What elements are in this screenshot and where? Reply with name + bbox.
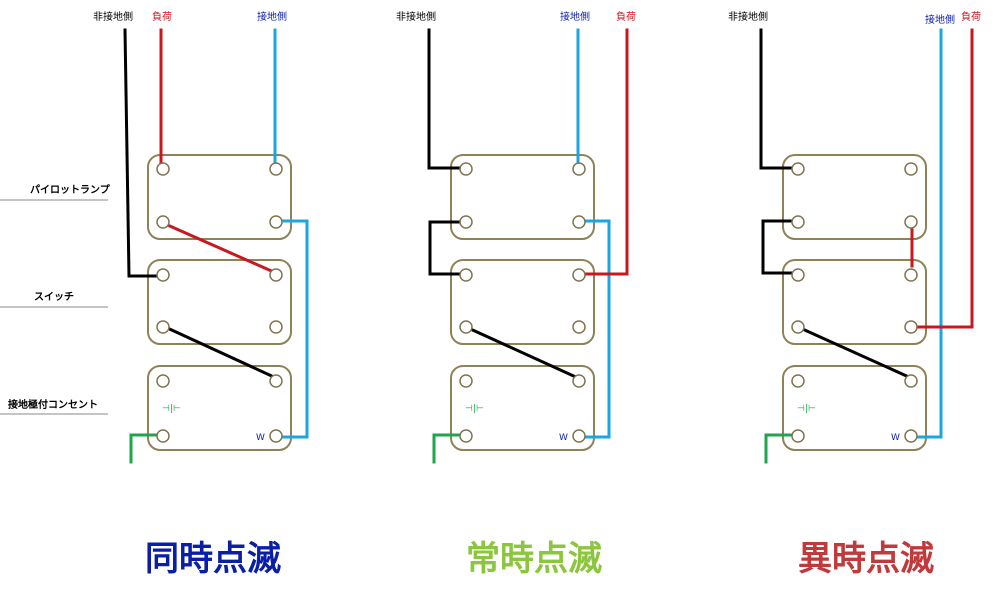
diagram-alternating: 非接地側 接地側 負荷 ⊣|⊢ W 異時点滅 xyxy=(728,10,981,579)
ground-symbol: ⊣|⊢ xyxy=(465,404,484,414)
switch-module-3 xyxy=(782,259,927,345)
terminal xyxy=(269,429,283,443)
terminal xyxy=(791,429,805,443)
label-non-ground-1: 非接地側 xyxy=(93,10,133,23)
outlet-module-2 xyxy=(450,365,595,451)
terminal xyxy=(459,268,473,282)
label-load-3: 負荷 xyxy=(961,11,981,23)
label-non-ground-2: 非接地側 xyxy=(396,10,436,23)
terminal xyxy=(791,215,805,229)
wire-lamp-switch-1 xyxy=(161,221,278,275)
label-load-1: 負荷 xyxy=(152,11,172,23)
terminal xyxy=(572,429,586,443)
terminal xyxy=(572,215,586,229)
wire-lamp-switch-2 xyxy=(428,220,468,276)
diagram-title-3: 異時点滅 xyxy=(798,539,934,579)
terminal xyxy=(904,374,918,388)
wire-earth-3 xyxy=(764,433,800,464)
label-ground-1: 接地側 xyxy=(257,10,287,23)
wire-earth-2 xyxy=(432,433,468,464)
row-label-outlet: 接地極付コンセント xyxy=(8,398,98,411)
label-ground-2: 接地側 xyxy=(560,10,590,23)
wire-non-ground-3 xyxy=(759,28,800,170)
terminal xyxy=(459,429,473,443)
wire-non-ground-1 xyxy=(123,28,165,278)
terminal xyxy=(572,320,586,334)
diagram-title-2: 常時点滅 xyxy=(466,539,602,579)
terminal xyxy=(791,268,805,282)
wire-ground-jumper-1 xyxy=(274,219,309,439)
w-mark: W xyxy=(891,433,900,443)
label-ground-3: 接地側 xyxy=(925,13,955,26)
pilot-lamp-module-1 xyxy=(147,154,292,240)
terminal xyxy=(791,374,805,388)
wire-ground-3 xyxy=(909,28,943,439)
terminal xyxy=(904,320,918,334)
switch-module-2 xyxy=(450,259,595,345)
wire-load-2 xyxy=(577,28,629,276)
row-label-switch: スイッチ xyxy=(34,291,74,303)
pilot-lamp-module-2 xyxy=(450,154,595,240)
terminal xyxy=(459,215,473,229)
terminal xyxy=(156,215,170,229)
wire-switch-outlet-2 xyxy=(464,325,580,380)
label-load-2: 負荷 xyxy=(616,11,636,23)
terminal xyxy=(904,162,918,176)
wire-ground-jumper-2 xyxy=(576,219,611,439)
terminal xyxy=(904,268,918,282)
wire-load-3 xyxy=(909,28,974,329)
terminal xyxy=(156,268,170,282)
wire-non-ground-2 xyxy=(427,28,468,170)
diagram-title-1: 同時点滅 xyxy=(145,539,281,579)
terminal xyxy=(269,162,283,176)
terminal xyxy=(269,374,283,388)
terminal xyxy=(904,429,918,443)
terminal xyxy=(791,320,805,334)
terminal xyxy=(156,320,170,334)
outlet-module-1 xyxy=(147,365,292,451)
terminal xyxy=(459,374,473,388)
terminal xyxy=(572,268,586,282)
terminal xyxy=(904,215,918,229)
terminal xyxy=(269,268,283,282)
ground-symbol: ⊣|⊢ xyxy=(797,404,816,414)
terminal xyxy=(572,374,586,388)
terminal xyxy=(269,215,283,229)
terminal xyxy=(791,162,805,176)
terminal xyxy=(269,320,283,334)
terminal xyxy=(459,162,473,176)
outlet-module-3 xyxy=(782,365,927,451)
wire-switch-outlet-3 xyxy=(796,325,913,380)
diagram-simultaneous: 非接地側 負荷 接地側 ⊣|⊢ W 同時点滅 xyxy=(93,10,309,579)
terminal xyxy=(156,162,170,176)
switch-module-1 xyxy=(147,259,292,345)
pilot-lamp-module-3 xyxy=(782,154,927,240)
row-labels: パイロットランプ スイッチ 接地極付コンセント xyxy=(0,183,111,415)
diagram-always-on: 非接地側 接地側 負荷 ⊣|⊢ W 常時点滅 xyxy=(396,10,636,579)
wire-switch-outlet-1 xyxy=(161,324,278,380)
terminal xyxy=(459,320,473,334)
terminal xyxy=(156,374,170,388)
ground-symbol: ⊣|⊢ xyxy=(162,404,181,414)
w-mark: W xyxy=(256,433,265,443)
label-non-ground-3: 非接地側 xyxy=(728,10,768,23)
w-mark: W xyxy=(559,433,568,443)
wire-lamp-switch-3 xyxy=(761,219,800,275)
wire-earth-1 xyxy=(129,433,165,464)
terminal xyxy=(156,429,170,443)
terminal xyxy=(572,162,586,176)
row-label-pilot-lamp: パイロットランプ xyxy=(30,183,111,196)
